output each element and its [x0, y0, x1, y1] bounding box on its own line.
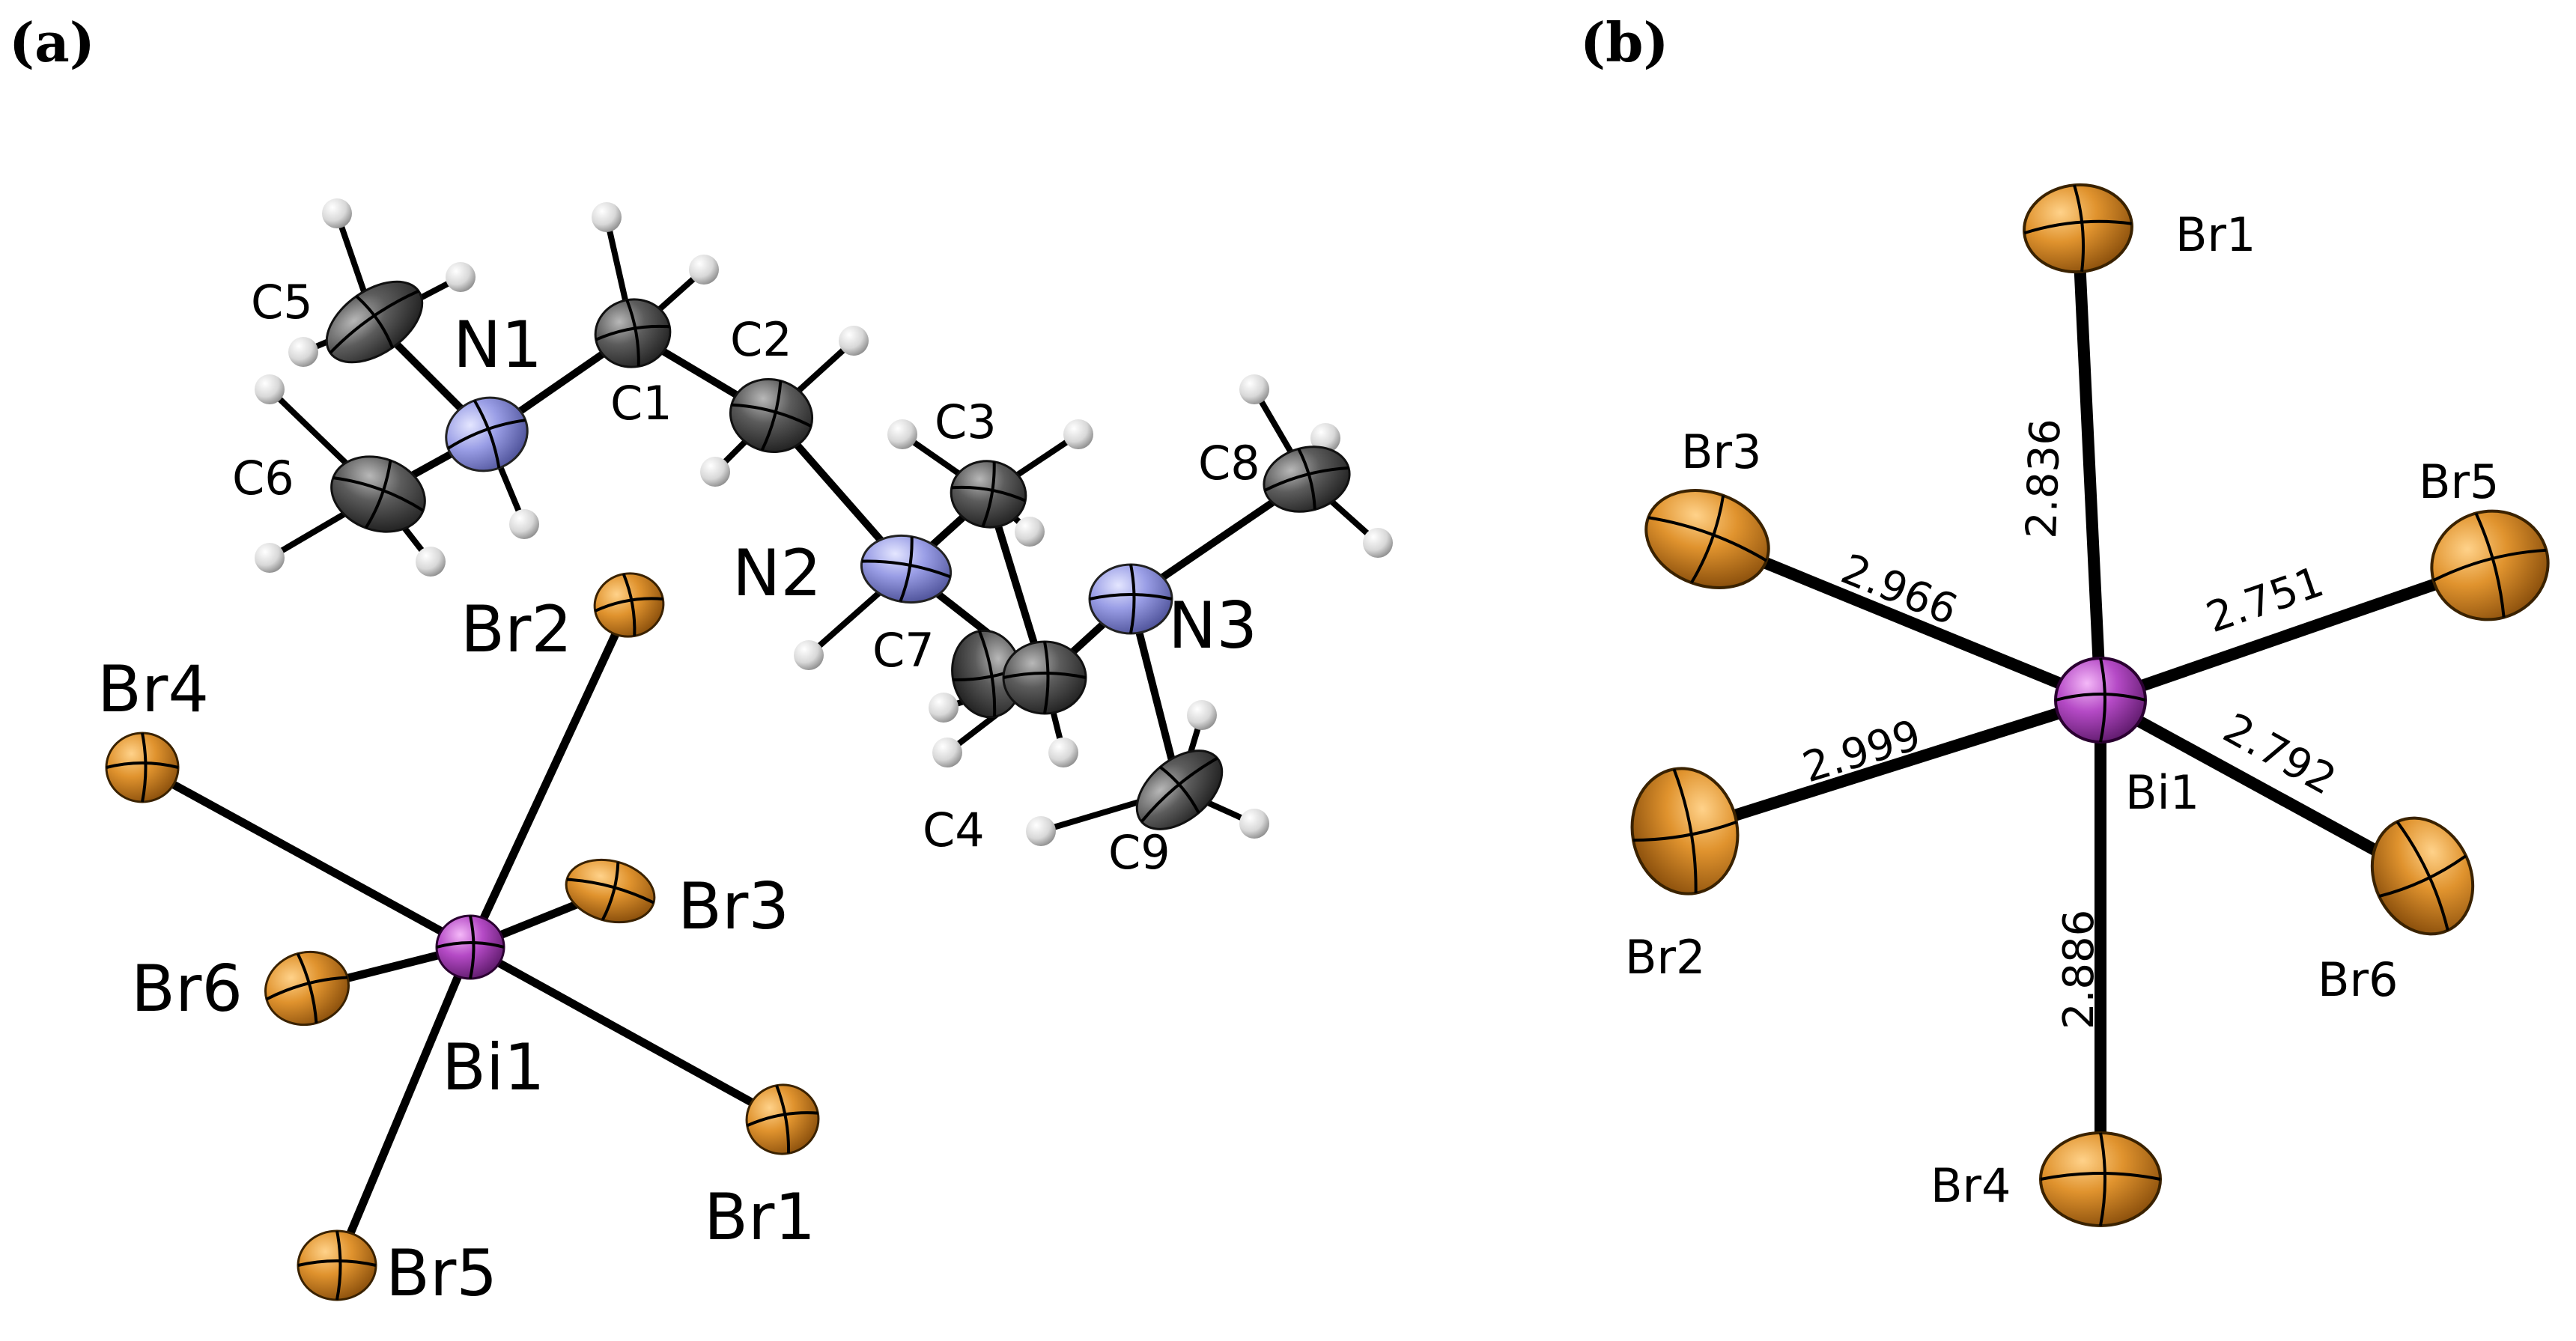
- atom-C1: [594, 298, 672, 368]
- atom-a-Br4: [105, 732, 180, 803]
- label-a-C1: C1: [610, 376, 672, 431]
- atom-b-Br1: [2023, 183, 2133, 274]
- atom-C5: [325, 280, 424, 364]
- label-a-Br6: Br6: [131, 952, 243, 1027]
- panel-a-hydrogen-atoms: [255, 198, 1393, 846]
- panel-a-anion-atoms: [105, 572, 820, 1301]
- atom-b-Br2: [1630, 767, 1740, 895]
- bond-length-Br4: 2.886: [2055, 910, 2103, 1030]
- label-a-C6: C6: [232, 451, 294, 505]
- panel-a-nitrogen-atoms: [445, 396, 1173, 635]
- label-a-N3: N3: [1168, 589, 1257, 663]
- panel-label-a: (a): [9, 10, 95, 74]
- bond-length-Br1: 2.836: [2017, 418, 2071, 539]
- atom-N3: [1088, 563, 1173, 635]
- atom-C9: [1135, 749, 1224, 830]
- atom-b-Bi1: [2054, 657, 2147, 744]
- label-a-C2: C2: [730, 312, 792, 367]
- atom-b-Br5: [2430, 509, 2550, 621]
- label-a-C5: C5: [251, 275, 313, 329]
- panel-a-hydrogen-bonds: [267, 210, 1381, 834]
- panel-b-atoms: [1630, 183, 2550, 1227]
- atom-N2: [860, 534, 953, 604]
- label-a-N1: N1: [453, 308, 542, 383]
- label-b-Br5: Br5: [2419, 454, 2499, 509]
- panel-a-cation-bonds: [371, 318, 1310, 794]
- label-a-Br4: Br4: [97, 652, 209, 727]
- label-b-Br1: Br1: [2175, 207, 2255, 262]
- atom-N1: [445, 396, 529, 472]
- label-a-C3: C3: [935, 395, 997, 449]
- label-a-C9: C9: [1108, 825, 1170, 880]
- label-b-Br6: Br6: [2318, 952, 2398, 1007]
- atom-C4: [1002, 640, 1087, 715]
- label-b-Br4: Br4: [1931, 1158, 2011, 1213]
- label-a-C7: C7: [872, 623, 935, 678]
- atom-a-Br3: [565, 858, 656, 924]
- panel-a-molecule: C5 N1 C1 C2 C6 C3 C8 N2 N3 C7 C4 C9 Br2 …: [97, 198, 1393, 1311]
- label-a-Br3: Br3: [678, 869, 789, 944]
- label-a-C8: C8: [1198, 436, 1260, 490]
- atom-b-Br3: [1644, 489, 1770, 589]
- atom-C6: [330, 455, 426, 533]
- panel-a-labels: C5 N1 C1 C2 C6 C3 C8 N2 N3 C7 C4 C9 Br2 …: [97, 275, 1260, 1311]
- label-a-Br2: Br2: [461, 592, 572, 667]
- label-b-Br2: Br2: [1625, 930, 1705, 985]
- bond-length-Br6: 2.792: [2215, 704, 2344, 805]
- atom-b-Br6: [2370, 816, 2475, 936]
- atom-C2: [729, 377, 814, 454]
- label-a-N2: N2: [732, 536, 821, 611]
- label-a-C4: C4: [923, 803, 985, 857]
- atom-a-Bi1: [435, 914, 505, 980]
- atom-b-Br4: [2039, 1131, 2162, 1227]
- atom-C8: [1263, 446, 1351, 513]
- panel-b-labels: Br1 Br3 Br5 Br2 Bi1 Br6 Br4: [1625, 207, 2499, 1213]
- label-a-Br5: Br5: [386, 1236, 497, 1311]
- label-a-Br1: Br1: [704, 1180, 815, 1255]
- atom-a-Br5: [297, 1229, 377, 1301]
- panel-b-bonds: [1679, 222, 2496, 1185]
- atom-a-Br2: [593, 572, 665, 638]
- panel-label-b: (b): [1580, 10, 1668, 74]
- label-a-Bi1: Bi1: [442, 1030, 545, 1105]
- panel-a-carbon-atoms: [325, 280, 1351, 830]
- panel-b-octahedron: Br1 Br3 Br5 Br2 Bi1 Br6 Br4 2.836 2.966 …: [1625, 183, 2550, 1227]
- label-b-Bi1: Bi1: [2125, 765, 2199, 820]
- atom-a-Br6: [264, 950, 350, 1027]
- atom-a-Br1: [745, 1083, 820, 1155]
- label-b-Br3: Br3: [1681, 425, 1761, 479]
- atom-C3: [950, 460, 1027, 529]
